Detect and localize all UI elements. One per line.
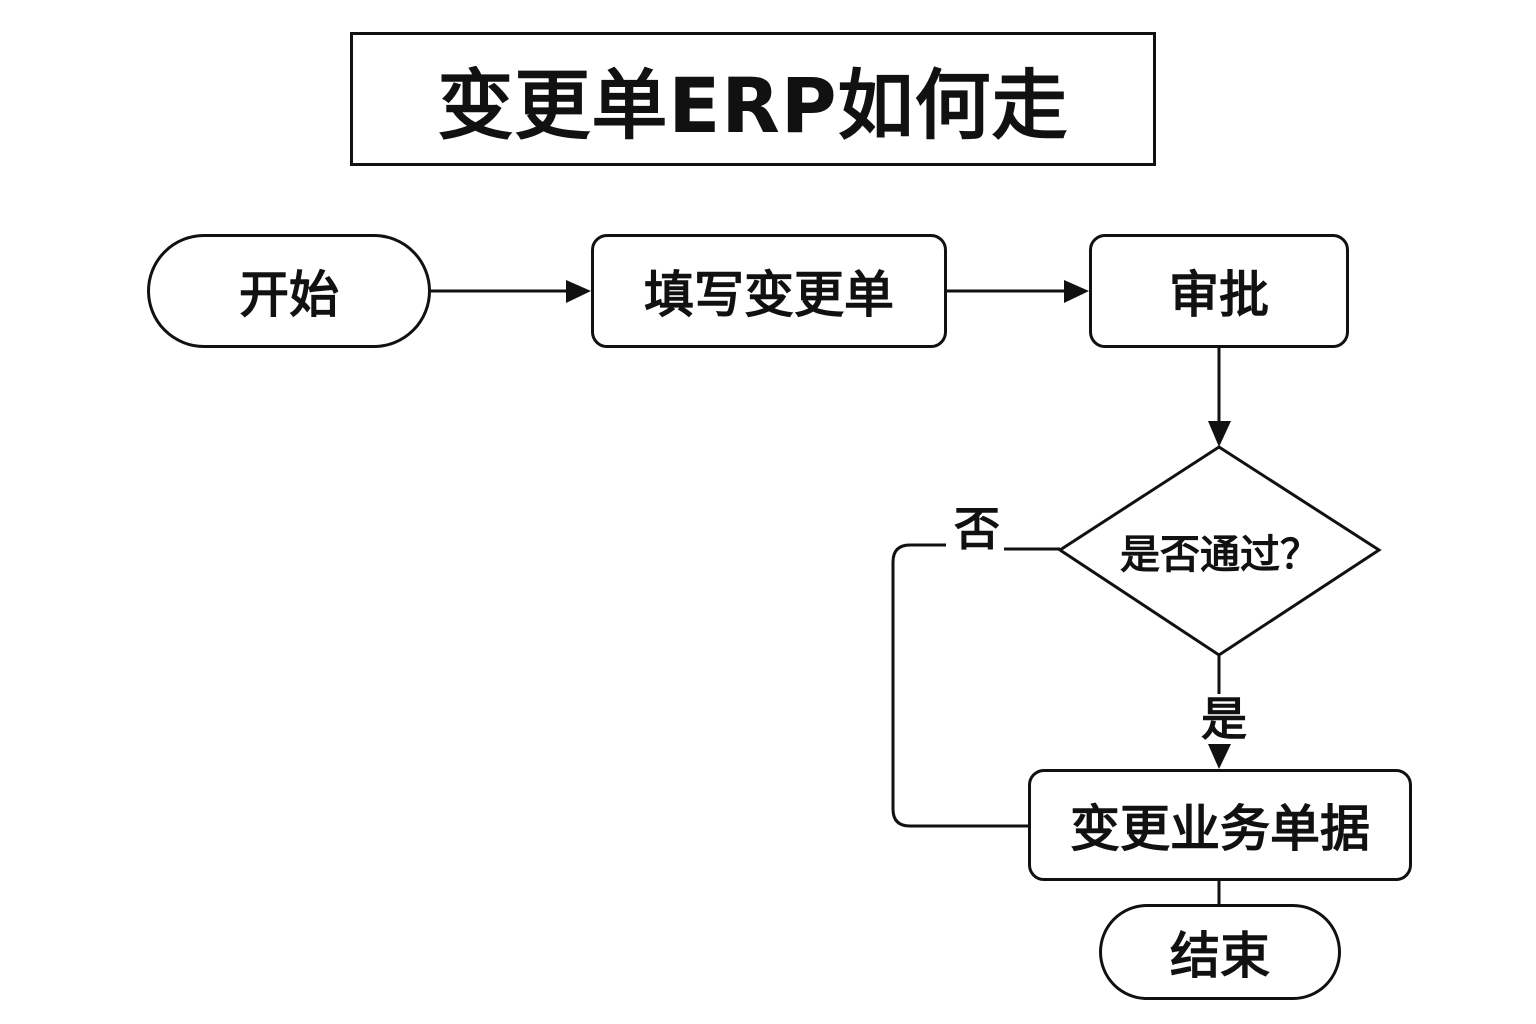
node-fill-form-label: 填写变更单	[644, 266, 894, 324]
node-start: 开始	[147, 234, 431, 348]
edge-label-yes: 是	[1197, 694, 1251, 744]
node-change-docs: 变更业务单据	[1028, 769, 1412, 881]
edge-decision-no	[891, 543, 1060, 828]
node-approval: 审批	[1089, 234, 1349, 348]
node-start-label: 开始	[239, 266, 339, 324]
node-end: 结束	[1099, 904, 1341, 1000]
decision-label: 是否通过？	[1120, 532, 1320, 578]
node-change-docs-label: 变更业务单据	[1070, 800, 1370, 858]
node-end-label: 结束	[1170, 927, 1270, 985]
title-box: 变更单ERP如何走	[350, 32, 1156, 166]
edge-label-no: 否	[950, 506, 1004, 552]
node-approval-label: 审批	[1169, 266, 1269, 324]
diagram-title: 变更单ERP如何走	[437, 61, 1069, 150]
node-fill-form: 填写变更单	[591, 234, 947, 348]
